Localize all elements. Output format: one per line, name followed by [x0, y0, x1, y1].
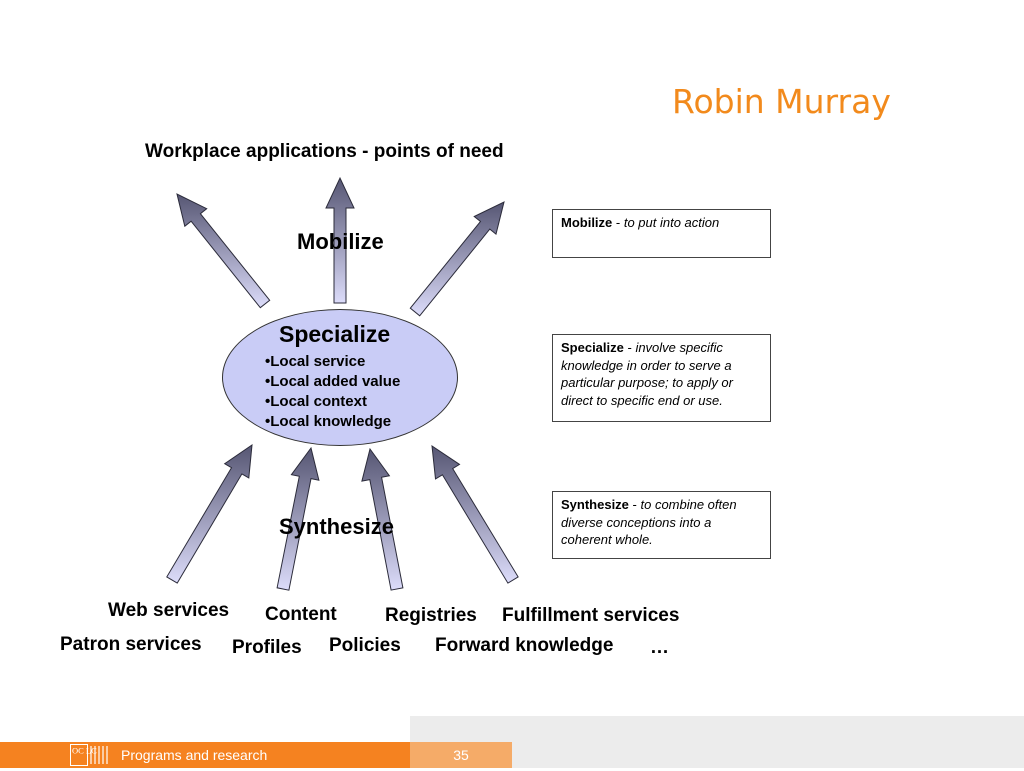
footer-gray-band — [410, 716, 1024, 768]
oclc-logo-icon: OC LC — [70, 744, 110, 766]
definition-separator: - — [628, 497, 641, 512]
specialize-item: Local context — [265, 392, 400, 412]
specialize-list: Local service Local added value Local co… — [265, 352, 400, 432]
arrow-group — [166, 176, 519, 591]
specialize-title: Specialize — [279, 321, 391, 347]
arrow-in-4 — [431, 444, 519, 584]
arrow-in-1 — [166, 443, 253, 584]
mobilize-label: Mobilize — [297, 229, 384, 254]
definition-mobilize: Mobilize - to put into action — [552, 209, 771, 258]
footer-page-number-bg — [410, 742, 512, 768]
source-profiles: Profiles — [232, 637, 302, 658]
source-more-ellipsis: … — [650, 637, 669, 658]
specialize-item: Local knowledge — [265, 412, 400, 432]
source-forward-knowledge: Forward knowledge — [435, 635, 614, 656]
source-patron-services: Patron services — [60, 634, 202, 655]
arrow-up-center — [325, 176, 355, 304]
workplace-applications-label: Workplace applications - points of need — [145, 141, 504, 162]
specialize-item: Local service — [265, 352, 400, 372]
source-policies: Policies — [329, 635, 401, 656]
source-fulfillment-services: Fulfillment services — [502, 605, 680, 626]
footer-program-label: Programs and research — [121, 747, 268, 763]
definition-separator: - — [612, 215, 624, 230]
source-registries: Registries — [385, 605, 477, 626]
source-web-services: Web services — [108, 600, 230, 621]
page-number: 35 — [453, 747, 469, 763]
synthesize-label: Synthesize — [279, 514, 394, 539]
arrow-in-3 — [361, 447, 404, 591]
definition-synthesize: Synthesize - to combine often diverse co… — [552, 491, 771, 559]
definition-text: involve specific knowledge in order to s… — [561, 340, 733, 408]
footer-bar — [0, 742, 410, 768]
definition-text: to combine often diverse conceptions int… — [561, 497, 737, 547]
arrow-up-left — [176, 193, 271, 309]
definition-separator: - — [623, 340, 636, 355]
arrow-up-right — [409, 201, 505, 317]
definition-specialize: Specialize - involve specific knowledge … — [552, 334, 771, 422]
arrow-in-2 — [276, 446, 320, 591]
definition-term: Synthesize — [561, 497, 629, 512]
definition-text: to put into action — [623, 215, 720, 230]
slide-title: Robin Murray — [672, 82, 891, 121]
specialize-item: Local added value — [265, 372, 400, 392]
definition-term: Mobilize — [561, 215, 613, 230]
oclc-logo-text: OC LC — [72, 746, 97, 756]
source-content: Content — [265, 604, 337, 625]
definition-term: Specialize — [561, 340, 624, 355]
